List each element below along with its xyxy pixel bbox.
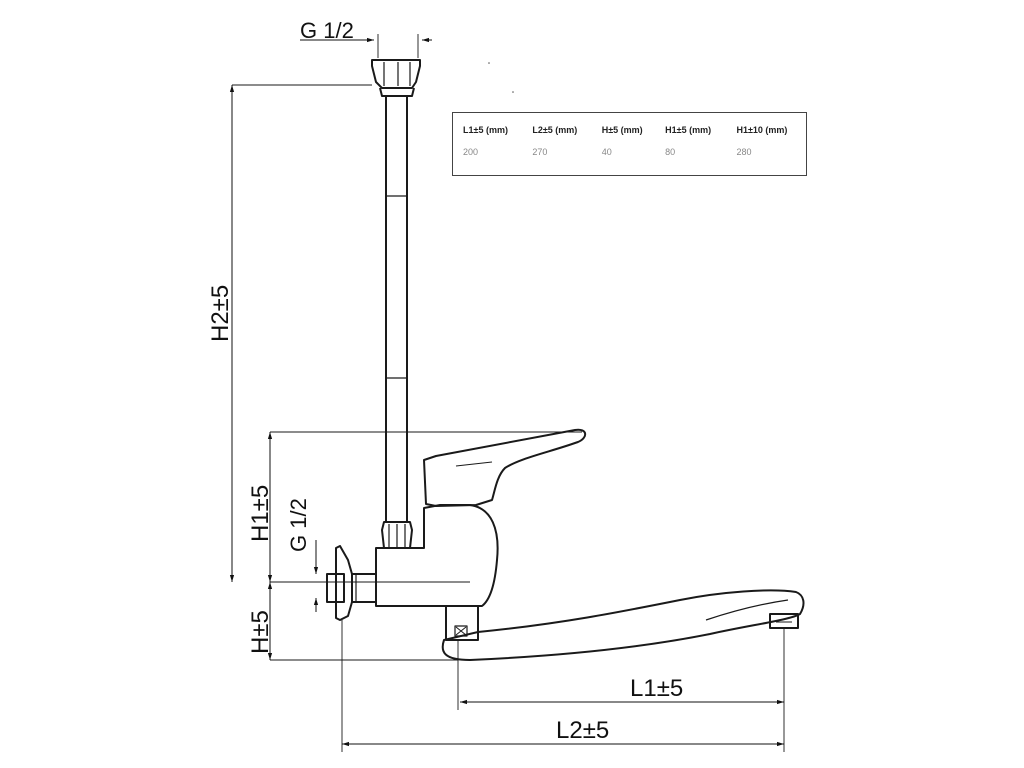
label-h1: H1±5 [247, 485, 274, 542]
label-l2: L2±5 [556, 717, 609, 744]
aerator [769, 613, 799, 629]
value-h: 40 [601, 147, 612, 157]
label-l1: L1±5 [630, 675, 683, 702]
label-h: H±5 [247, 610, 274, 654]
spout [441, 589, 805, 661]
mixer-body [375, 504, 499, 607]
table-row: 200 270 40 80 280 [463, 147, 806, 157]
value-h1: 80 [665, 147, 676, 157]
label-h2: H2±5 [207, 285, 234, 342]
handle-lever [423, 428, 587, 507]
header-h: H±5 (mm) [601, 125, 643, 135]
label-g-side: G 1/2 [286, 498, 311, 552]
specifications-table: L1±5 (mm) L2±5 (mm) H±5 (mm) H1±5 (mm) H… [452, 112, 807, 176]
supply-pipe [385, 96, 408, 522]
value-h1-10: 280 [736, 147, 752, 157]
table-header-row: L1±5 (mm) L2±5 (mm) H±5 (mm) H1±5 (mm) H… [463, 125, 806, 147]
faucet-outline [326, 59, 805, 661]
header-h1: H1±5 (mm) [665, 125, 712, 135]
value-l2: 270 [532, 147, 548, 157]
dimension-lines [229, 37, 784, 747]
reference-lines [232, 34, 785, 752]
header-h1-10: H1±10 (mm) [736, 125, 788, 135]
wall-connector [326, 573, 345, 603]
header-l2: L2±5 (mm) [532, 125, 578, 135]
header-l1: L1±5 (mm) [463, 125, 508, 135]
label-g-top: G 1/2 [300, 18, 354, 43]
value-l1: 200 [463, 147, 479, 157]
top-nut [371, 59, 421, 89]
